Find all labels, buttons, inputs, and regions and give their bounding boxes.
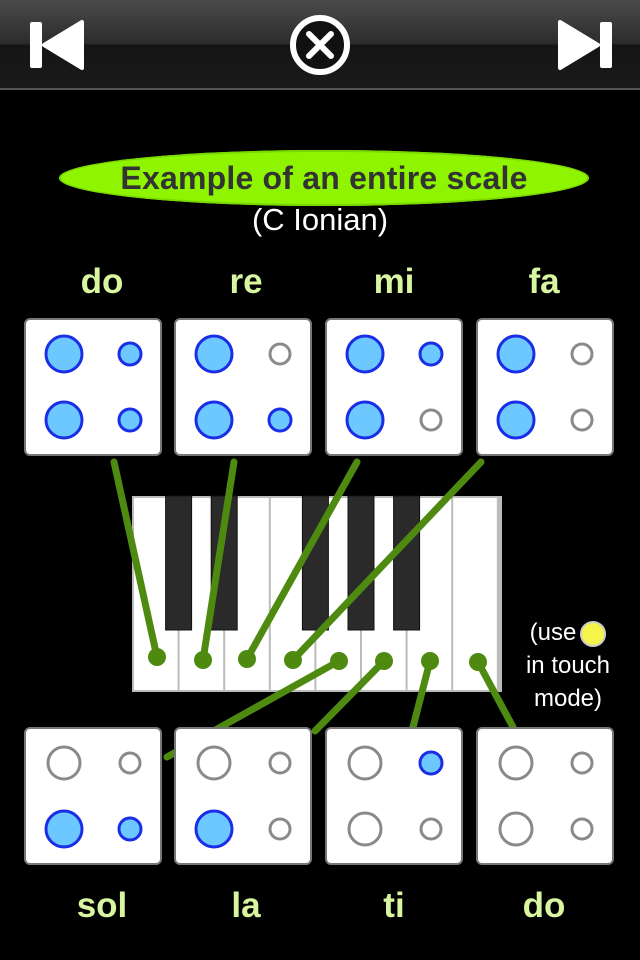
filled-dot — [194, 334, 234, 374]
hint-line-2: in touch — [525, 652, 611, 679]
title-pill: Example of an entire scale — [59, 150, 589, 206]
key-marker-dot — [375, 652, 393, 670]
empty-dot — [570, 342, 594, 366]
empty-dot — [419, 408, 443, 432]
syllable-label-top-4: fa — [528, 262, 560, 301]
syllable-label-bottom-1: sol — [76, 886, 128, 925]
skip-back-icon[interactable] — [28, 0, 88, 88]
black-key — [347, 495, 375, 631]
syllable-label-bottom-4: do — [522, 886, 566, 925]
empty-dot — [268, 342, 292, 366]
empty-dot — [498, 811, 534, 847]
connector-line — [243, 458, 361, 663]
filled-dot — [194, 400, 234, 440]
dot-card-top-2[interactable] — [174, 318, 312, 456]
connector-line — [474, 658, 517, 731]
key-marker-dot — [194, 651, 212, 669]
dot-card-bottom-2[interactable] — [174, 727, 312, 865]
black-key — [165, 495, 193, 631]
filled-dot — [44, 334, 84, 374]
close-circle-icon[interactable] — [288, 0, 352, 88]
syllable-label-bottom-2: la — [231, 886, 261, 925]
syllable-label-top-2: re — [229, 262, 263, 301]
filled-dot — [267, 407, 293, 433]
filled-dot — [117, 407, 143, 433]
filled-dot — [418, 341, 444, 367]
connector-line — [289, 458, 485, 664]
empty-dot — [498, 745, 534, 781]
connector-line — [199, 458, 238, 664]
dot-card-bottom-3[interactable] — [325, 727, 463, 865]
key-marker-dot — [330, 652, 348, 670]
dot-card-top-3[interactable] — [325, 318, 463, 456]
touch-mode-hint: (use in touch mode) — [508, 616, 628, 715]
syllable-label-top-1: do — [80, 262, 124, 301]
filled-dot — [117, 341, 143, 367]
filled-dot — [345, 400, 385, 440]
empty-dot — [570, 751, 594, 775]
toolbar — [0, 0, 640, 90]
black-key — [393, 495, 421, 631]
yellow-dot-icon — [580, 620, 607, 647]
filled-dot — [496, 400, 536, 440]
page-title: Example of an entire scale — [120, 159, 528, 196]
filled-dot — [44, 400, 84, 440]
dot-card-bottom-1[interactable] — [24, 727, 162, 865]
skip-forward-icon[interactable] — [556, 0, 616, 88]
key-marker-dot — [421, 652, 439, 670]
filled-dot — [496, 334, 536, 374]
hint-line-3: mode) — [533, 685, 603, 712]
empty-dot — [347, 745, 383, 781]
connector-line — [311, 657, 388, 735]
empty-dot — [570, 817, 594, 841]
filled-dot — [117, 816, 143, 842]
key-marker-dot — [469, 653, 487, 671]
empty-dot — [118, 751, 142, 775]
key-marker-dot — [238, 650, 256, 668]
filled-dot — [418, 750, 444, 776]
syllable-label-top-3: mi — [373, 262, 415, 301]
dot-card-bottom-4[interactable] — [476, 727, 614, 865]
syllable-label-bottom-3: ti — [383, 886, 405, 925]
hint-line-1: (use — [529, 619, 577, 646]
connector-line — [110, 458, 161, 661]
empty-dot — [268, 817, 292, 841]
connector-line — [408, 657, 434, 735]
filled-dot — [44, 809, 84, 849]
filled-dot — [345, 334, 385, 374]
filled-dot — [194, 809, 234, 849]
key-marker-dot — [148, 648, 166, 666]
key-marker-dot — [284, 651, 302, 669]
empty-dot — [347, 811, 383, 847]
empty-dot — [268, 751, 292, 775]
empty-dot — [196, 745, 232, 781]
page-subtitle: (C Ionian) — [251, 202, 389, 237]
dot-card-top-4[interactable] — [476, 318, 614, 456]
empty-dot — [46, 745, 82, 781]
empty-dot — [570, 408, 594, 432]
dot-card-top-1[interactable] — [24, 318, 162, 456]
empty-dot — [419, 817, 443, 841]
